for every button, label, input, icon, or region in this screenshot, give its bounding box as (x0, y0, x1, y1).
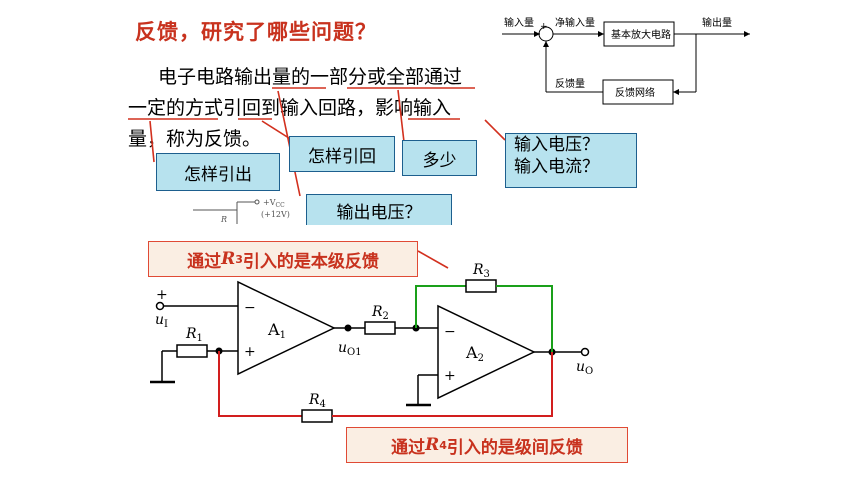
r3-label: R3 (472, 262, 490, 280)
paragraph-line-3: 量，称为反馈。 (128, 128, 262, 150)
r1-label: R1 (185, 326, 203, 344)
input-voltage-question: 输入电压？ (514, 135, 599, 155)
pointer-input-question (484, 119, 506, 141)
paragraph-line-1: 电子电路输出量的一部分或全部通过 (158, 66, 463, 88)
input-current-question: 输入电流？ (514, 157, 599, 177)
a1-label: A1 (267, 320, 286, 341)
a2-minus-sign: − (444, 324, 456, 340)
block-input-label: 输入量 (504, 16, 534, 29)
resistor-r1 (176, 344, 208, 358)
pointer-how-out (149, 120, 155, 163)
resistor-r4 (301, 409, 333, 423)
opamp-a2 (437, 304, 536, 400)
callout-how-much: 多少 (402, 140, 477, 176)
block-sum-symbol: + (540, 22, 548, 32)
r2-label: R2 (371, 304, 389, 322)
input-label: uI (155, 312, 168, 330)
block-net-input-label: 净输入量 (555, 16, 595, 29)
slide-title: 反馈，研究了哪些问题？ (135, 20, 377, 44)
pointer-local-feedback (417, 250, 449, 269)
callout-input-question: 输入电压？ 输入电流？ (505, 133, 637, 188)
block-feedback-label: 反馈量 (555, 77, 585, 90)
partial-r-label: R (220, 215, 227, 224)
uo1-label: uO1 (338, 340, 362, 358)
global-feedback-wire-left (218, 351, 302, 417)
r4-label: R4 (308, 392, 326, 410)
definition-paragraph: 电子电路输出量的一部分或全部通过 一定的方式引回到输入回路，影响输入 量，称为反… (128, 62, 508, 155)
a1-minus-sign: − (244, 300, 256, 316)
resistor-r3 (465, 279, 497, 293)
a2-plus-sign: + (444, 368, 456, 384)
output-terminal (580, 347, 590, 357)
partial-circuit-fragment: +VCC (+12V) R (193, 198, 290, 224)
a2-label: A2 (465, 343, 484, 364)
pointer-how-much (397, 89, 405, 143)
opamp-a1 (237, 280, 336, 376)
global-feedback-wire-right (332, 352, 553, 417)
local-feedback-wire-right (496, 285, 553, 352)
callout-how-back: 怎样引回 (289, 136, 395, 172)
input-plus-sign: + (156, 287, 168, 303)
block-feedback-network-label: 反馈网络 (615, 86, 655, 99)
feedback-block-diagram: 输入量 净输入量 + 基本放大电路 输出量 反馈量 反馈网络 (502, 16, 750, 105)
input-terminal (155, 301, 165, 311)
resistor-r2 (364, 321, 396, 335)
block-amplifier-label: 基本放大电路 (611, 28, 671, 41)
a1-plus-sign: + (244, 344, 256, 360)
block-output-label: 输出量 (702, 16, 732, 29)
callout-how-out: 怎样引出 (156, 153, 280, 191)
vcc-label: +VCC (263, 198, 285, 209)
node-uo1 (344, 324, 352, 332)
vcc-value: (+12V) (261, 210, 290, 219)
paragraph-line-2: 一定的方式引回到输入回路，影响输入 (128, 97, 452, 119)
uo-label: uO (576, 359, 593, 377)
callout-output-question: 输出电压？ (306, 194, 452, 225)
local-feedback-wire-left (415, 285, 466, 328)
